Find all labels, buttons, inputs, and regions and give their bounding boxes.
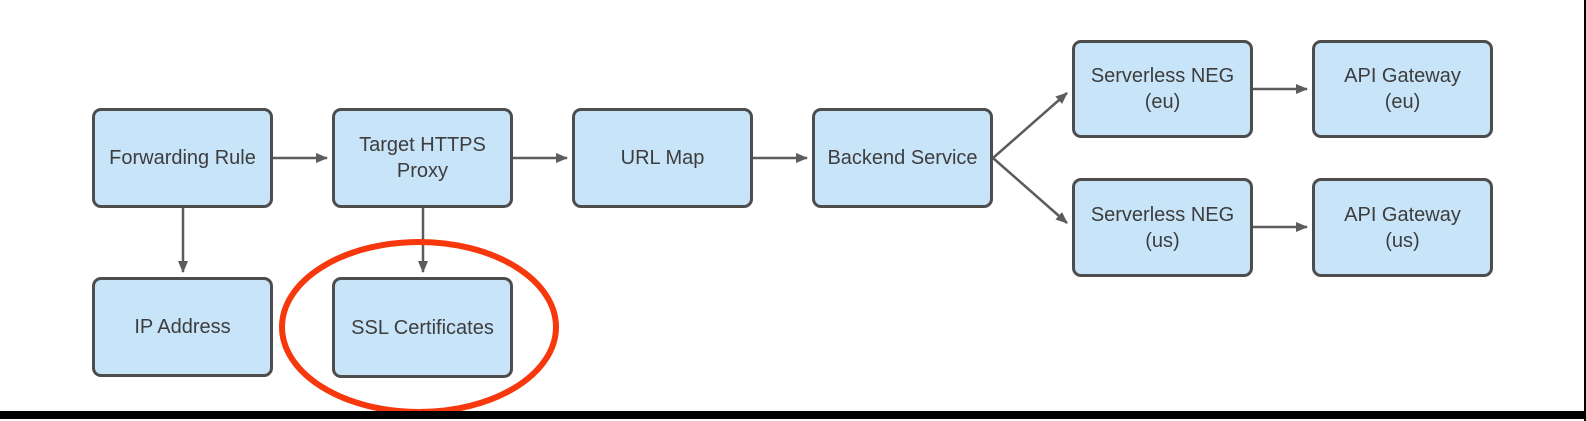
node-serverless-neg-eu-label: Serverless NEG (eu) [1090,65,1235,113]
node-url-map: URL Map [572,108,753,208]
node-backend-service: Backend Service [812,108,993,208]
node-ip-address: IP Address [92,277,273,377]
node-target-https-proxy-label: Target HTTPS Proxy [359,134,486,182]
node-ip-address-label: IP Address [134,316,231,338]
node-ssl-certificates: SSL Certificates [332,277,513,378]
node-serverless-neg-us: Serverless NEG (us) [1072,178,1253,277]
node-serverless-neg-eu: Serverless NEG (eu) [1072,40,1253,138]
node-api-gateway-us-label: API Gateway (us) [1344,203,1461,252]
node-api-gateway-eu-label: API Gateway (eu) [1344,65,1461,113]
node-api-gateway-us: API Gateway (us) [1312,178,1493,277]
node-backend-service-label: Backend Service [827,147,978,169]
node-target-https-proxy: Target HTTPS Proxy [332,108,513,208]
edge-backend-service-to-serverless-neg-us [992,157,1068,224]
node-forwarding-rule: Forwarding Rule [92,108,273,208]
edge-backend-service-to-serverless-neg-eu [992,92,1068,159]
bottom-border-bar [0,411,1586,419]
right-border-line [1584,0,1586,421]
node-serverless-neg-us-label: Serverless NEG (us) [1090,203,1235,252]
node-ssl-certificates-label: SSL Certificates [351,316,494,339]
node-api-gateway-eu: API Gateway (eu) [1312,40,1493,138]
node-forwarding-rule-label: Forwarding Rule [109,147,256,169]
node-url-map-label: URL Map [620,147,705,169]
